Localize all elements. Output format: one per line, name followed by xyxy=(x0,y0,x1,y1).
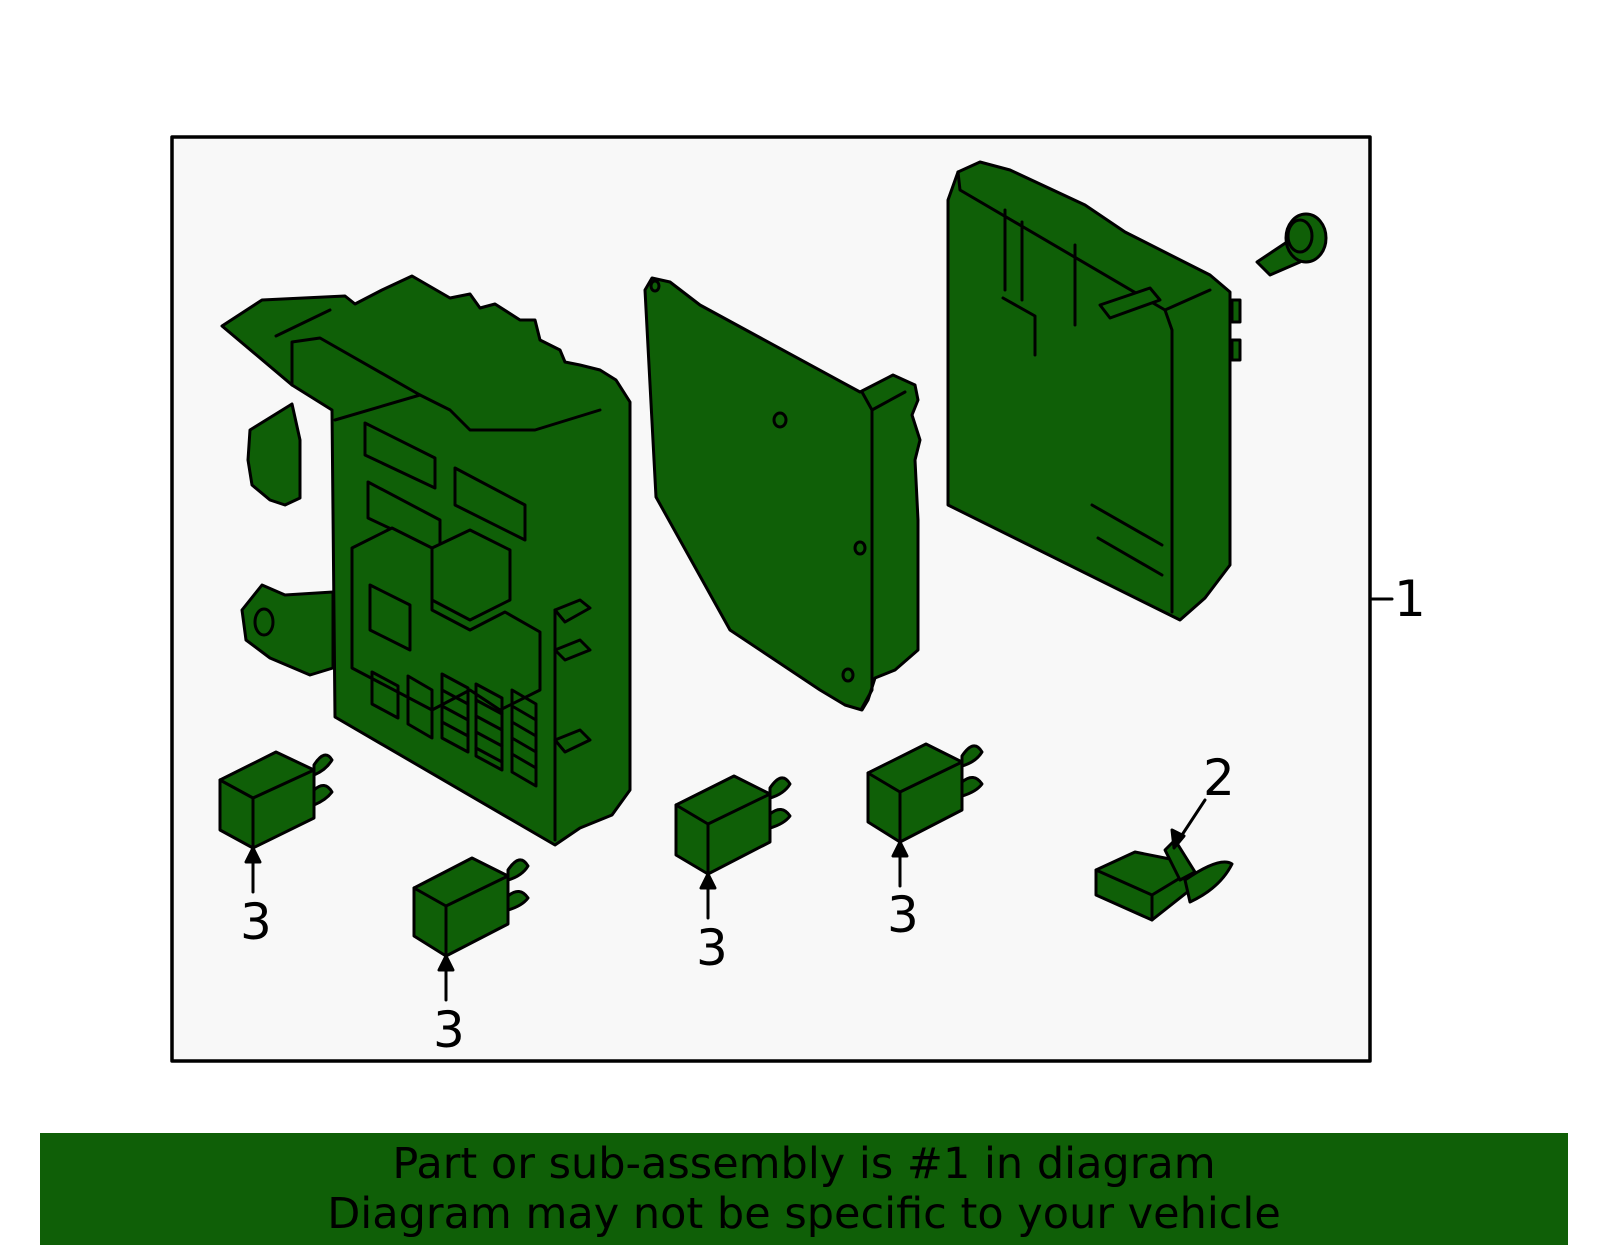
disclaimer-banner: Part or sub-assembly is #1 in diagram Di… xyxy=(40,1133,1568,1245)
callout-1: 1 xyxy=(1394,570,1426,628)
relay xyxy=(218,750,334,850)
control-module xyxy=(946,160,1242,622)
screw xyxy=(1255,212,1328,277)
callout-2: 2 xyxy=(1203,749,1235,807)
relay xyxy=(412,856,530,958)
relay xyxy=(866,742,984,844)
cover-plate xyxy=(643,276,922,712)
callout-3: 3 xyxy=(696,919,728,977)
callout-3: 3 xyxy=(887,886,919,944)
callout-3: 3 xyxy=(433,1001,465,1059)
fuse-box-base xyxy=(220,274,632,847)
banner-line-2: Diagram may not be specific to your vehi… xyxy=(327,1189,1281,1239)
banner-line-1: Part or sub-assembly is #1 in diagram xyxy=(392,1139,1216,1189)
callout-3: 3 xyxy=(240,893,272,951)
relay xyxy=(674,774,792,876)
fuse xyxy=(1094,838,1234,922)
leader-lines xyxy=(244,597,1394,1002)
